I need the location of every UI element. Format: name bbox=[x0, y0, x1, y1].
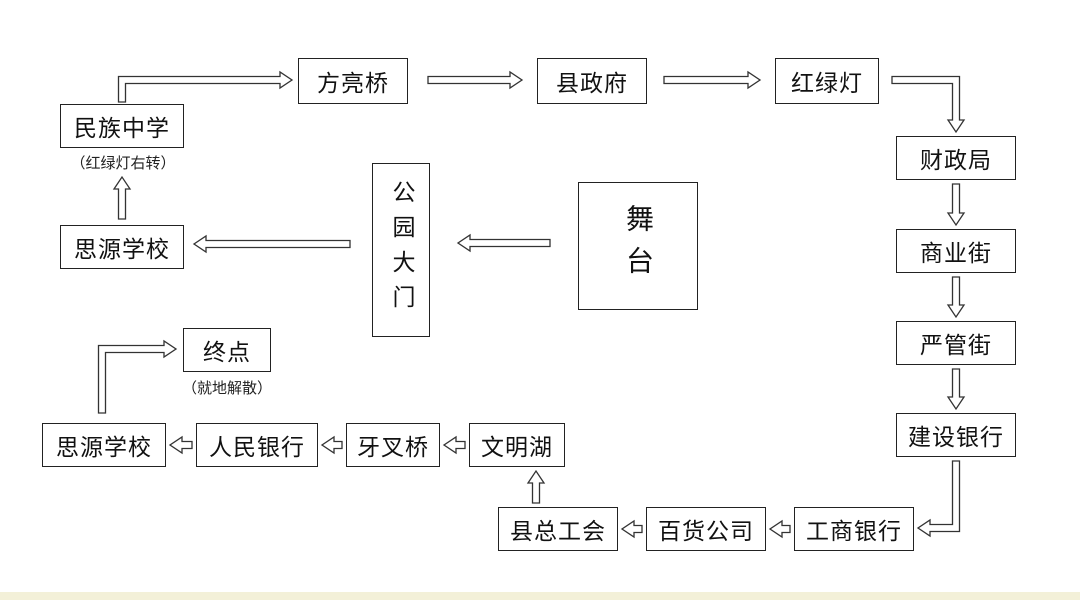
arrow-icbc-to-department-store bbox=[768, 519, 791, 539]
node-wenming-lake: 文明湖 bbox=[469, 423, 565, 467]
note-turn-right-at-light: （红绿灯右转） bbox=[70, 154, 176, 172]
node-end-point: 终点 bbox=[183, 328, 271, 372]
node-traffic-light: 红绿灯 bbox=[775, 58, 879, 104]
arrow-light-to-finance bbox=[891, 75, 966, 134]
node-strict-control-street: 严管街 bbox=[896, 321, 1016, 365]
arrow-peoples-bank-to-siyuan bbox=[168, 435, 193, 455]
arrow-commercial-to-strict bbox=[946, 276, 966, 319]
arrow-department-store-to-union bbox=[620, 519, 643, 539]
arrow-minzu-to-fangliang bbox=[117, 70, 294, 103]
node-county-government: 县政府 bbox=[537, 58, 647, 104]
arrow-stage-to-park-gate bbox=[456, 233, 551, 253]
arrow-yacha-to-peoples-bank bbox=[320, 435, 343, 455]
node-icbc: 工商银行 bbox=[794, 507, 914, 551]
arrow-lake-to-yacha bbox=[442, 435, 466, 455]
node-siyuan-school-top: 思源学校 bbox=[60, 225, 184, 269]
node-commercial-street: 商业街 bbox=[896, 229, 1016, 273]
node-construction-bank: 建设银行 bbox=[896, 413, 1016, 457]
node-department-store: 百货公司 bbox=[646, 507, 766, 551]
node-finance-bureau: 财政局 bbox=[896, 136, 1016, 180]
arrow-siyuan-to-end bbox=[97, 339, 178, 414]
node-stage: 舞台 bbox=[578, 182, 698, 310]
arrow-park-gate-to-siyuan bbox=[192, 234, 351, 254]
arrow-siyuan-to-minzu bbox=[112, 175, 132, 220]
node-yacha-bridge: 牙叉桥 bbox=[346, 423, 440, 467]
node-peoples-bank: 人民银行 bbox=[196, 423, 318, 467]
note-disperse-on-site: （就地解散） bbox=[181, 379, 272, 397]
arrow-construction-to-icbc bbox=[916, 460, 961, 538]
arrow-fangliang-to-government bbox=[427, 70, 524, 90]
arrow-strict-to-construction bbox=[946, 368, 966, 411]
arrow-government-to-light bbox=[663, 70, 762, 90]
arrow-union-to-lake bbox=[526, 469, 546, 504]
node-fangliang-bridge: 方亮桥 bbox=[298, 58, 408, 104]
node-park-gate: 公园大门 bbox=[372, 163, 430, 337]
node-siyuan-school-bottom: 思源学校 bbox=[42, 423, 166, 467]
arrow-finance-to-commercial bbox=[946, 183, 966, 227]
bottom-strip bbox=[0, 592, 1080, 600]
node-county-trade-union: 县总工会 bbox=[498, 507, 618, 551]
node-minzu-middle-school: 民族中学 bbox=[60, 104, 184, 148]
